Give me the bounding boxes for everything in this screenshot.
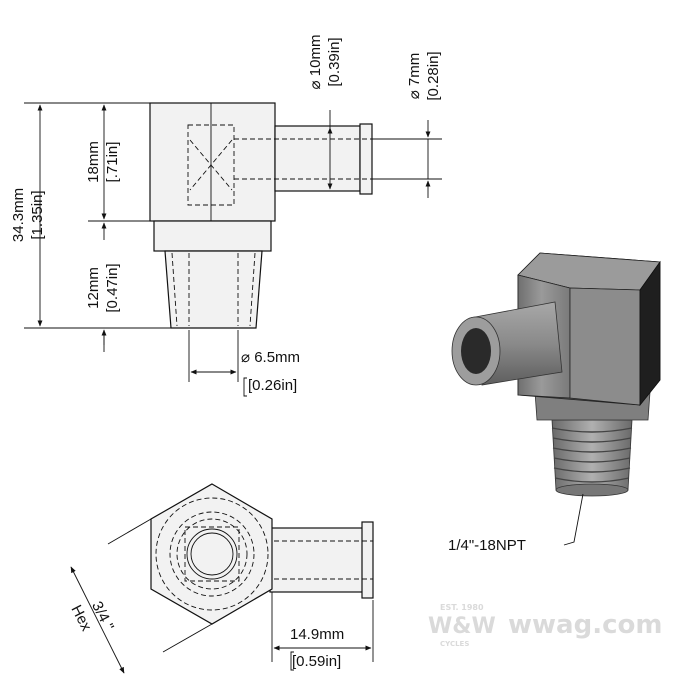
svg-text:⌀ 7mm: ⌀ 7mm xyxy=(406,53,423,100)
watermark-site: wwag.com xyxy=(508,610,662,640)
dim-inner-diameter: ⌀ 7mm [0.28in] xyxy=(406,51,442,100)
dim-spigot-length: 14.9mm [0.59in] xyxy=(290,626,344,670)
body-height-in: [.71in] xyxy=(104,142,121,183)
hex-size: 3/4 " xyxy=(88,599,117,634)
overall-height-mm: 34.3mm xyxy=(10,188,27,242)
dim-thread-bore: ⌀ 6.5mm [0.26in] xyxy=(241,349,300,394)
dim-thread-length: 12mm [0.47in] xyxy=(85,263,121,312)
collar xyxy=(153,220,272,252)
thread-bore-in: [0.26in] xyxy=(248,377,297,394)
body-block xyxy=(149,102,276,222)
dim-hex: 3/4 " Hex xyxy=(67,599,117,635)
spigot-length-mm: 14.9mm xyxy=(290,626,344,643)
thread-callout: 1/4"-18NPT xyxy=(448,493,584,554)
thread-callout-label: 1/4"-18NPT xyxy=(448,537,526,554)
spigot-length-in: [0.59in] xyxy=(292,653,341,670)
dim-outer-diameter: ⌀ 10mm [0.39in] xyxy=(307,35,343,90)
svg-text:⌀ 6.5mm: ⌀ 6.5mm xyxy=(241,349,300,366)
outer-diameter-mm: 10mm xyxy=(307,35,324,77)
spigot xyxy=(274,125,361,192)
thread-bore-mm: 6.5mm xyxy=(254,349,300,366)
bracket-marks xyxy=(243,377,294,671)
watermark-brand: W&W xyxy=(428,614,496,639)
thread-length-mm: 12mm xyxy=(85,267,102,309)
thread-shank xyxy=(164,250,263,329)
diameter-symbol: ⌀ xyxy=(241,349,250,366)
inner-diameter-mm: 7mm xyxy=(406,53,423,86)
dim-overall-height: 34.3mm [1.35in] xyxy=(10,188,46,242)
diameter-symbol: ⌀ xyxy=(307,80,324,89)
thread-length-in: [0.47in] xyxy=(104,263,121,312)
watermark-sub: CYCLES xyxy=(440,640,469,648)
top-dimensions xyxy=(70,518,374,674)
outer-diameter-in: [0.39in] xyxy=(326,37,343,86)
front-dimensions xyxy=(24,102,442,382)
top-view xyxy=(150,483,374,625)
diameter-symbol: ⌀ xyxy=(406,90,423,99)
overall-height-in: [1.35in] xyxy=(29,190,46,239)
svg-text:⌀ 10mm: ⌀ 10mm xyxy=(307,35,324,90)
watermark-est: EST. 1980 xyxy=(440,603,484,612)
dim-body-height: 18mm [.71in] xyxy=(85,141,121,183)
body-height-mm: 18mm xyxy=(85,141,102,183)
render-3d xyxy=(451,252,661,497)
front-view xyxy=(149,102,373,329)
watermark: EST. 1980 W&W CYCLES wwag.com xyxy=(428,603,662,648)
inner-diameter-in: [0.28in] xyxy=(425,51,442,100)
